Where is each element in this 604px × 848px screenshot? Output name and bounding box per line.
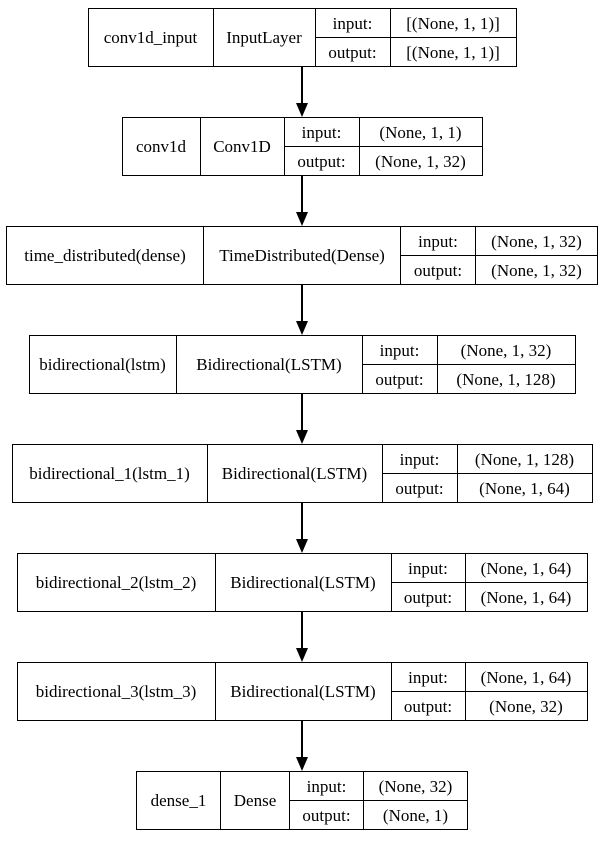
layer-node-bidirectional(lstm): bidirectional(lstm)Bidirectional(LSTM)in… [28,335,576,394]
connector-arrow [296,285,308,335]
input-label-cell: input: [390,553,466,583]
output-label-cell: output: [390,691,466,721]
connector-line [301,285,303,322]
output-shape-cell: (None, 1) [363,800,468,830]
layer-name-cell: bidirectional_3(lstm_3) [16,662,216,721]
input-shape-cell: (None, 1, 64) [464,662,588,692]
layer-name-cell: conv1d_input [87,8,214,67]
output-shape-cell: (None, 1, 32) [475,255,598,285]
layer-name-cell: time_distributed(dense) [6,226,204,285]
connector-arrow [296,721,308,771]
layer-name-cell: dense_1 [136,771,221,830]
output-label-cell: output: [381,473,458,503]
input-label-cell: input: [400,226,476,256]
input-shape-cell: (None, 32) [363,771,468,801]
layer-type-cell: Conv1D [199,117,285,176]
input-label-cell: input: [289,771,364,801]
connector-arrow [296,503,308,553]
arrowhead-down-icon [296,648,308,662]
arrowhead-down-icon [296,321,308,335]
output-shape-cell: (None, 1, 32) [358,146,483,176]
layer-type-cell: Bidirectional(LSTM) [206,444,383,503]
connector-line [301,503,303,540]
layer-node-time_distributed(dense): time_distributed(dense)TimeDistributed(D… [6,226,598,285]
arrowhead-down-icon [296,757,308,771]
connector-arrow [296,67,308,117]
output-label-cell: output: [314,37,391,67]
output-label-cell: output: [289,800,364,830]
output-shape-cell: [(None, 1, 1)] [389,37,517,67]
input-label-cell: input: [390,662,466,692]
output-shape-cell: (None, 1, 64) [456,473,593,503]
layer-type-cell: Dense [220,771,290,830]
connector-line [301,394,303,431]
connector-line [301,176,303,213]
input-shape-cell: (None, 1, 128) [456,444,593,474]
input-shape-cell: (None, 1, 64) [464,553,588,583]
layer-type-cell: Bidirectional(LSTM) [214,662,392,721]
input-label-cell: input: [361,335,438,365]
layer-node-bidirectional_2(lstm_2): bidirectional_2(lstm_2)Bidirectional(LST… [16,553,588,612]
layer-type-cell: TimeDistributed(Dense) [203,226,401,285]
input-shape-cell: (None, 1, 32) [436,335,576,365]
layer-name-cell: conv1d [121,117,201,176]
output-label-cell: output: [361,364,438,394]
input-label-cell: input: [314,8,391,38]
arrowhead-down-icon [296,212,308,226]
layer-name-cell: bidirectional_1(lstm_1) [11,444,208,503]
input-label-cell: input: [283,117,360,147]
layer-type-cell: Bidirectional(LSTM) [214,553,392,612]
layer-type-cell: InputLayer [212,8,316,67]
arrowhead-down-icon [296,103,308,117]
arrowhead-down-icon [296,539,308,553]
layer-name-cell: bidirectional(lstm) [28,335,177,394]
input-label-cell: input: [381,444,458,474]
connector-arrow [296,176,308,226]
input-shape-cell: (None, 1, 1) [358,117,483,147]
output-label-cell: output: [400,255,476,285]
output-label-cell: output: [390,582,466,612]
connector-arrow [296,394,308,444]
connector-line [301,721,303,758]
input-shape-cell: [(None, 1, 1)] [389,8,517,38]
output-shape-cell: (None, 1, 64) [464,582,588,612]
connector-arrow [296,612,308,662]
layer-node-bidirectional_1(lstm_1): bidirectional_1(lstm_1)Bidirectional(LST… [11,444,593,503]
output-shape-cell: (None, 32) [464,691,588,721]
arrowhead-down-icon [296,430,308,444]
layer-type-cell: Bidirectional(LSTM) [175,335,363,394]
connector-line [301,67,303,104]
layer-node-bidirectional_3(lstm_3): bidirectional_3(lstm_3)Bidirectional(LST… [16,662,588,721]
output-shape-cell: (None, 1, 128) [436,364,576,394]
connector-line [301,612,303,649]
layer-name-cell: bidirectional_2(lstm_2) [16,553,216,612]
output-label-cell: output: [283,146,360,176]
input-shape-cell: (None, 1, 32) [475,226,598,256]
